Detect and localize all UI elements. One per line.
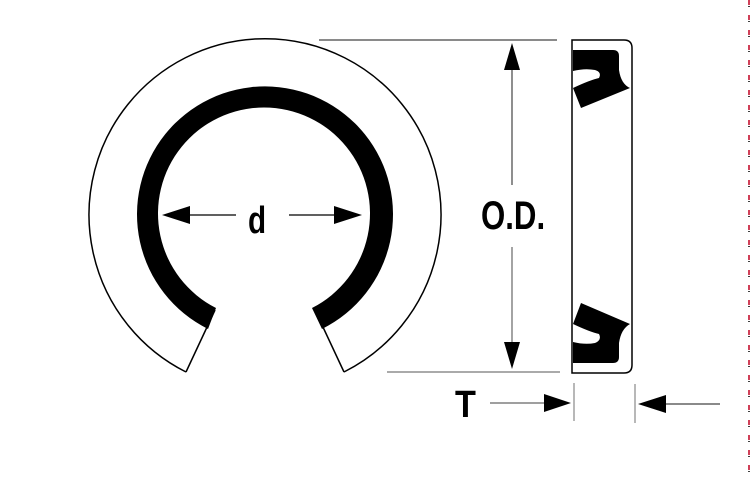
- inner-diameter-dimension: [162, 206, 362, 224]
- arrow-right-icon: [334, 206, 362, 224]
- ring-outer-edge: [88, 37, 442, 373]
- side-view-top-lip: [573, 50, 630, 108]
- arrow-left-icon: [638, 395, 666, 413]
- side-view-bottom-lip: [573, 303, 630, 363]
- arrow-left-icon: [162, 206, 190, 224]
- arrow-down-icon: [504, 342, 520, 369]
- arrow-up-icon: [504, 43, 520, 70]
- side-view-outline: [571, 39, 633, 374]
- outer-diameter-label: O.D.: [481, 194, 546, 238]
- arrow-right-icon: [544, 394, 571, 412]
- outer-diameter-dimension: [319, 39, 560, 373]
- thickness-dimension: [490, 383, 720, 423]
- ring-side-view: [571, 39, 633, 374]
- ring-front-view: [88, 37, 442, 373]
- inner-diameter-label: d: [248, 200, 267, 242]
- thickness-label: T: [455, 384, 476, 426]
